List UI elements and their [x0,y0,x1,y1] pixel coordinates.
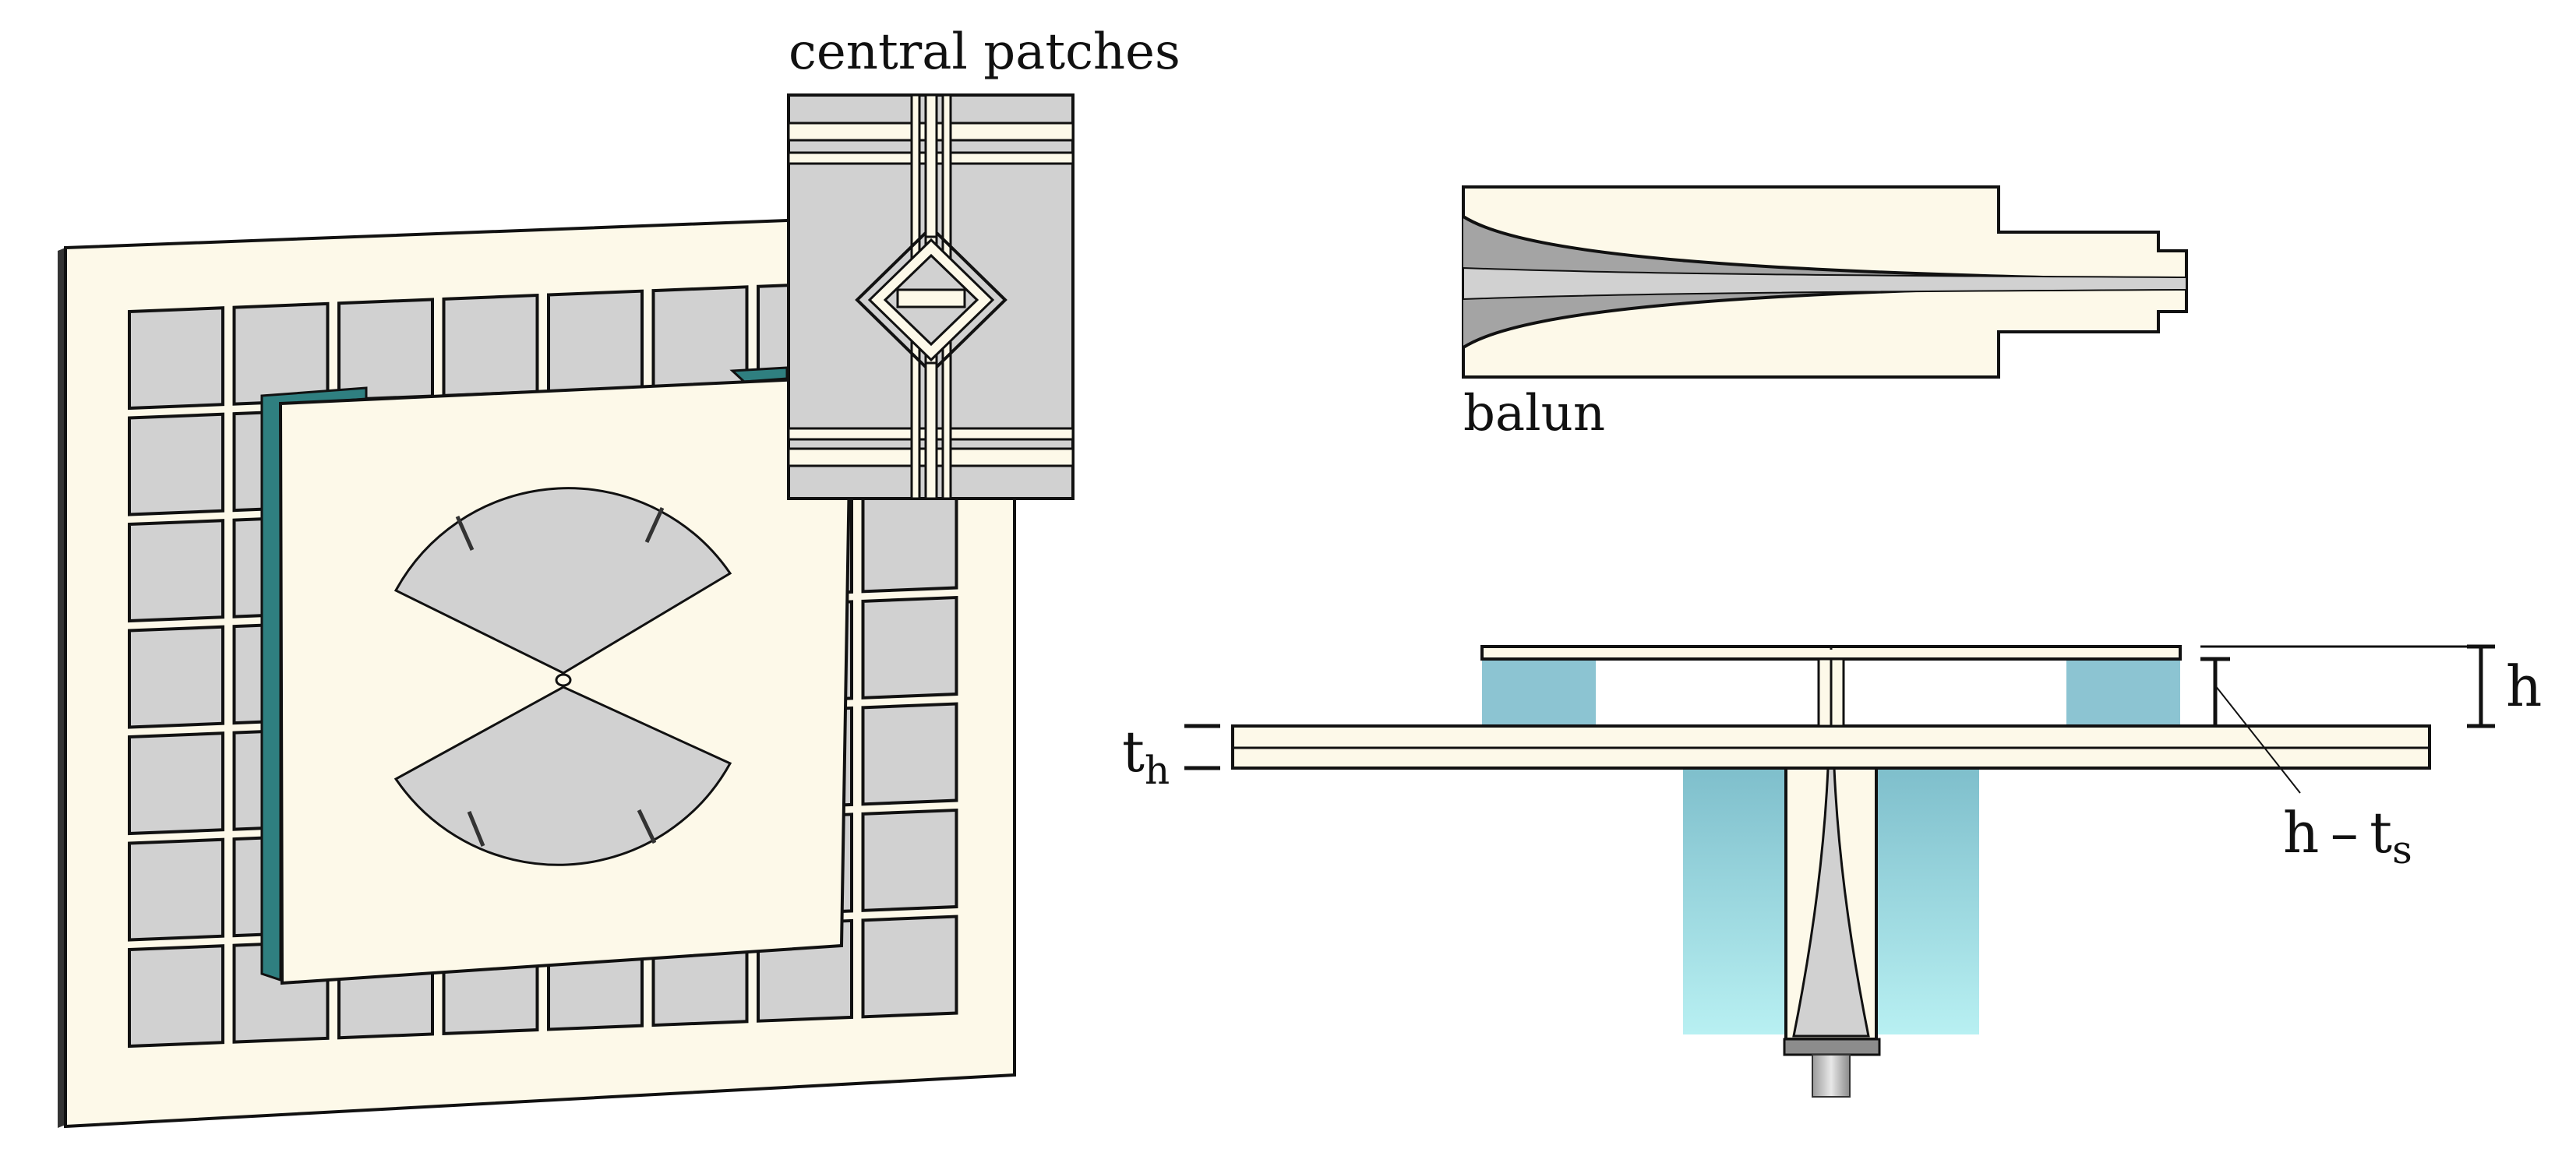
patch-cell [861,808,958,912]
slot [467,811,485,847]
patch-cell [128,944,224,1049]
patch-cell [128,306,224,411]
balun-strip [1463,266,2187,301]
cross-section-view: h h – ts th [1122,644,2542,1098]
h-label: h [2506,654,2542,719]
patch-cell [128,837,224,942]
central-patches-label: central patches [789,23,1180,81]
patch-cell [232,301,330,406]
patch-cell [861,915,958,1019]
balun-label: balun [1463,385,1605,442]
spacer-left [1482,657,1596,726]
connector-flange [1783,1038,1881,1056]
patch-cell [861,489,958,594]
connector-pin [1812,1054,1851,1098]
h-ts-label: h – ts [2283,800,2412,872]
patch-cell [128,731,224,836]
balun-taper-bottom [1463,284,2186,347]
leader-line [2214,685,2301,794]
slot [637,809,657,844]
ground-plane-edge [58,248,65,1128]
feed-gap [555,673,572,687]
th-label: th [1122,719,1170,793]
feed-taper [1792,767,1870,1038]
slot [644,506,665,544]
slot [455,515,475,552]
spacer-right [2066,657,2180,726]
patch-cell [128,412,224,516]
patch-cell [442,293,539,397]
patch-cell [861,595,958,700]
patch-cell [337,298,434,402]
balun-view: balun [1462,185,2188,442]
bowtie-lower-arm [393,685,732,866]
antenna-3d-view: central patches [58,23,1180,1129]
patch-cell [861,702,958,806]
patch-cell [128,519,224,623]
bowtie-upper-arm [393,487,732,675]
patch-cell [547,289,644,393]
central-patches-inset: central patches [787,23,1180,500]
patch-cell [128,625,224,729]
bowtie-radiator [393,487,732,866]
balun-taper-top [1463,217,2186,284]
